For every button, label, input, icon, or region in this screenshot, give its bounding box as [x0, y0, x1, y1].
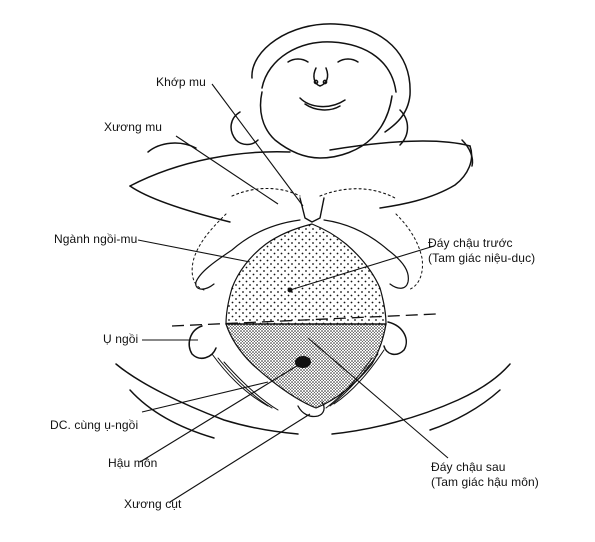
symphysis	[300, 198, 324, 222]
leader-khop-mu	[212, 84, 303, 206]
leader-xuong-cut	[170, 414, 310, 502]
label-hau-mon: Hậu môn	[108, 456, 157, 471]
label-nganh-ngoi-mu: Ngành ngồi-mu	[54, 232, 137, 247]
right-thigh-edge	[380, 146, 472, 208]
pubic-bone-outline-right	[320, 189, 395, 198]
hair-inner	[262, 42, 396, 92]
right-eye	[338, 59, 358, 62]
leader-hau-mon	[140, 364, 300, 462]
left-eye	[288, 59, 308, 62]
pubic-bone-outline	[232, 189, 300, 197]
right-ramus-dash	[396, 214, 422, 290]
leader-dc-cung-u-ngoi	[142, 382, 268, 412]
label-khop-mu: Khớp mu	[156, 75, 206, 90]
face-outline	[261, 92, 392, 158]
label-xuong-mu: Xương mu	[104, 120, 162, 135]
left-thigh-edge	[130, 186, 230, 222]
label-day-chau-sau: Đáy chậu sau (Tam giác hậu môn)	[431, 460, 539, 490]
label-day-chau-truoc: Đáy chậu trước (Tam giác niệu-dục)	[428, 236, 535, 266]
leader-xuong-mu	[176, 136, 278, 204]
label-xuong-cut: Xương cụt	[124, 497, 182, 512]
label-u-ngoi: Ụ ngồi	[103, 332, 138, 347]
dot-day-chau-truoc	[288, 288, 293, 293]
left-ischial-tuberosity	[189, 326, 216, 358]
label-dc-cung-u-ngoi: DC. cùng ụ-ngồi	[50, 418, 138, 433]
right-ischial-tuberosity	[384, 322, 406, 354]
urogenital-triangle	[226, 224, 386, 324]
hair-right-curl	[400, 110, 408, 145]
